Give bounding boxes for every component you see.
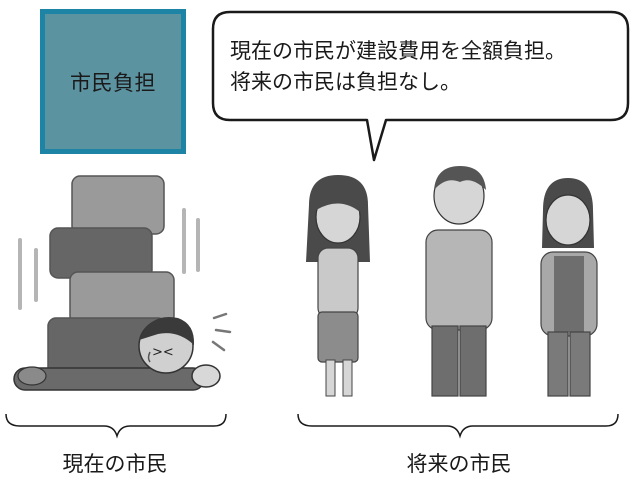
future-citizens-illustration xyxy=(306,166,598,397)
future-citizen-man xyxy=(425,166,493,397)
heavy-blocks xyxy=(47,175,175,377)
speech-bubble-line-1: 現在の市民が建設費用を全額負担。 xyxy=(230,39,566,63)
current-citizen-bracket xyxy=(5,413,227,439)
citizen-burden-box: 市民負担 xyxy=(40,9,186,154)
future-citizen-woman-1 xyxy=(306,175,370,397)
motion-lines xyxy=(18,208,200,310)
speech-bubble-line-2: 将来の市民は負担なし。 xyxy=(230,70,461,94)
citizen-burden-label: 市民負担 xyxy=(70,70,156,95)
speech-bubble-text: 現在の市民が建設費用を全額負担。 将来の市民は負担なし。 xyxy=(230,36,625,98)
svg-text:><: >< xyxy=(152,345,174,360)
crushed-citizen-illustration: >< xyxy=(13,175,232,391)
current-citizen-caption: 現在の市民 xyxy=(62,452,168,476)
future-citizen-caption: 将来の市民 xyxy=(406,452,512,476)
future-citizen-woman-2 xyxy=(540,178,598,397)
future-citizen-bracket xyxy=(297,413,619,439)
